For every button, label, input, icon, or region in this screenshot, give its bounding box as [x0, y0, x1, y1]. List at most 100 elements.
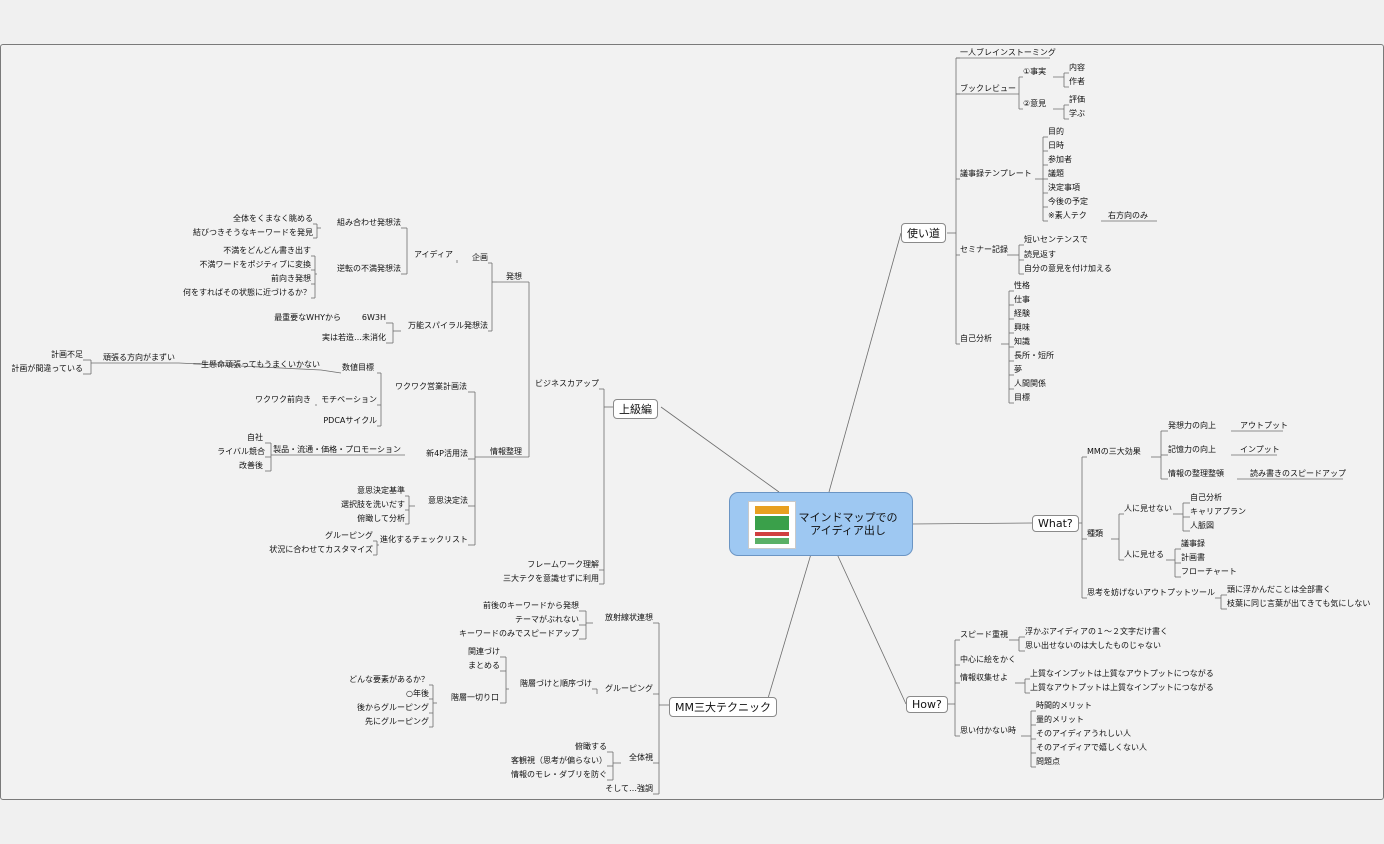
node-wakuwaku-eigyo[interactable]: ワクワク営業計画法 [395, 382, 467, 391]
branch-jokyu[interactable]: 上級編 [613, 399, 658, 419]
node-kumiawase-item[interactable]: 全体をくまなく眺める [233, 214, 313, 223]
node-output-tool-item[interactable]: 頭に浮かんだことは全部書く [1227, 585, 1331, 594]
node-gyakuten-item[interactable]: 前向き発想 [271, 274, 311, 283]
node-ganbaru-hoko[interactable]: 頑張る方向がまずい [103, 353, 175, 362]
central-topic[interactable]: マインドマップでの アイディア出し [729, 492, 913, 556]
node-saki-grouping[interactable]: 先にグルーピング [365, 717, 429, 726]
node-joho-item[interactable]: 上質なインプットは上質なアウトプットにつながる [1030, 669, 1214, 678]
node-manabu[interactable]: 学ぶ [1069, 109, 1085, 118]
node-gijiroku-item[interactable]: 決定事項 [1048, 183, 1080, 192]
node-input[interactable]: インプット [1240, 445, 1280, 454]
node-shinka-item[interactable]: グルーピング [325, 531, 373, 540]
node-shin-4p[interactable]: 新4P活用法 [426, 449, 468, 458]
node-donna-yoso[interactable]: どんな要素があるか？ [349, 675, 429, 684]
node-chushin-e[interactable]: 中心に絵をかく [960, 655, 1016, 664]
node-ishi-item[interactable]: 意思決定基準 [357, 486, 405, 495]
node-4p-item[interactable]: 自社 [247, 433, 263, 442]
node-seminar-item[interactable]: 自分の意見を付け加える [1024, 264, 1112, 273]
node-jiko-item[interactable]: 知識 [1014, 337, 1030, 346]
node-shurui[interactable]: 種類 [1087, 529, 1103, 538]
node-soshite-kyocho[interactable]: そして…強調 [605, 784, 653, 793]
node-jiko-item[interactable]: 経験 [1014, 309, 1030, 318]
node-motivation[interactable]: モチベーション [321, 395, 377, 404]
node-nengo[interactable]: ○年後 [406, 689, 429, 698]
node-omoitsuka-item[interactable]: 量的メリット [1036, 715, 1084, 724]
node-gijiroku-item[interactable]: 議題 [1048, 169, 1064, 178]
node-iken[interactable]: ②意見 [1023, 99, 1047, 108]
node-migi-hoko[interactable]: 右方向のみ [1108, 211, 1148, 220]
node-hoshasen-item[interactable]: 前後のキーワードから発想 [483, 601, 579, 610]
mindmap-canvas[interactable]: マインドマップでの アイディア出し 使い道 What? How? 上級編 MM三… [0, 44, 1384, 800]
node-misenai-item[interactable]: 人脈図 [1190, 521, 1214, 530]
node-ishi-item[interactable]: 選択肢を洗いだす [341, 500, 405, 509]
node-pdca[interactable]: PDCAサイクル [323, 416, 377, 425]
node-gijiroku-item[interactable]: 今後の予定 [1048, 197, 1088, 206]
node-gijiroku-item[interactable]: 日時 [1048, 141, 1064, 150]
node-kaiso-junjo[interactable]: 階層づけと順序づけ [520, 679, 592, 688]
node-jitsuwa-wakazo[interactable]: 実は若造…未消化 [322, 333, 386, 342]
node-hoshasen-item[interactable]: キーワードのみでスピードアップ [459, 629, 579, 638]
node-joho-seiri[interactable]: 情報の整理整頓 [1168, 469, 1224, 478]
node-yomikaki[interactable]: 読み書きのスピードアップ [1250, 469, 1346, 478]
node-speed[interactable]: スピード重視 [960, 630, 1008, 639]
node-jiko-item[interactable]: 目標 [1014, 393, 1030, 402]
node-matomeru[interactable]: まとめる [468, 661, 500, 670]
node-6w3h[interactable]: 6W3H [361, 313, 386, 322]
node-omoitsuka-item[interactable]: 時間的メリット [1036, 701, 1092, 710]
node-sakusha[interactable]: 作者 [1069, 77, 1085, 86]
node-hasso-koujou[interactable]: 発想力の向上 [1168, 421, 1216, 430]
node-zentaishi[interactable]: 全体視 [629, 753, 653, 762]
node-4p-item[interactable]: ライバル競合 [217, 447, 265, 456]
node-output[interactable]: アウトプット [1240, 421, 1288, 430]
node-hasso[interactable]: 発想 [506, 272, 522, 281]
node-hoshasen-item[interactable]: テーマがぶれない [515, 615, 579, 624]
branch-what[interactable]: What? [1032, 515, 1079, 532]
node-shinka-item[interactable]: 状況に合わせてカスタマイズ [269, 545, 373, 554]
node-ishi-item[interactable]: 俯瞰して分析 [357, 514, 405, 523]
node-jiko-item[interactable]: 興味 [1014, 323, 1030, 332]
node-misenai-item[interactable]: 自己分析 [1190, 493, 1222, 502]
node-hoshasen[interactable]: 放射線状連想 [605, 613, 653, 622]
node-business-up[interactable]: ビジネスカアップ [535, 379, 599, 388]
node-isshokenmei[interactable]: 一生懸命頑張ってもうまくいかない [193, 360, 320, 369]
node-kaiso-kirikuchi[interactable]: 階層一切り口 [451, 693, 499, 702]
node-gyakuten-item[interactable]: 不満をどんどん書き出す [223, 246, 311, 255]
node-sandai-teku-ishiki[interactable]: 三大テクを意識せずに利用 [503, 574, 599, 583]
node-ishi-kettei[interactable]: 意思決定法 [428, 496, 468, 505]
node-jiko-item[interactable]: 人間関係 [1014, 379, 1046, 388]
node-joho-seiri[interactable]: 情報整理 [490, 447, 522, 456]
node-speed-item[interactable]: 浮かぶアイディアの１～２文字だけ書く [1025, 627, 1169, 636]
node-output-tool[interactable]: 思考を妨げないアウトプットツール [1087, 588, 1215, 597]
node-kikaku[interactable]: 企画 [472, 253, 488, 262]
node-gyakuten-item[interactable]: 何をすればその状態に近づけるか？ [183, 288, 311, 297]
node-kioku-koujou[interactable]: 記憶力の向上 [1168, 445, 1216, 454]
node-kumiawase[interactable]: 組み合わせ発想法 [337, 218, 401, 227]
node-kanren[interactable]: 関連づけ [468, 647, 500, 656]
node-wakuwaku-maemuki[interactable]: ワクワク前向き [255, 395, 311, 404]
node-book-review[interactable]: ブックレビュー [960, 84, 1016, 93]
node-omoitsuka-item[interactable]: そのアイディアうれしい人 [1036, 729, 1132, 738]
branch-tsukaimichi[interactable]: 使い道 [901, 223, 946, 243]
node-miseru-item[interactable]: 議事録 [1181, 539, 1205, 548]
node-gyakuten-item[interactable]: 不満ワードをポジティブに変換 [199, 260, 311, 269]
node-naiyo[interactable]: 内容 [1069, 63, 1085, 72]
node-suchi-mokuhyo[interactable]: 数値目標 [342, 363, 374, 372]
node-jiko-item[interactable]: 夢 [1014, 365, 1022, 374]
node-hyoka[interactable]: 評価 [1069, 95, 1085, 104]
node-zentai-item[interactable]: 俯瞰する [575, 742, 607, 751]
node-output-tool-item[interactable]: 枝葉に同じ言葉が出てきても気にしない [1227, 599, 1371, 608]
node-framework[interactable]: フレームワーク理解 [527, 560, 599, 569]
node-ato-grouping[interactable]: 後からグルーピング [357, 703, 429, 712]
node-hito-miseru[interactable]: 人に見せる [1124, 550, 1164, 559]
node-jiko-bunseki[interactable]: 自己分析 [960, 334, 992, 343]
node-seminar[interactable]: セミナー記録 [960, 245, 1008, 254]
node-speed-item[interactable]: 思い出せないのは大したものじゃない [1025, 641, 1161, 650]
node-grouping[interactable]: グルーピング [605, 684, 653, 693]
node-gijiroku-item[interactable]: 目的 [1048, 127, 1064, 136]
branch-mm[interactable]: MM三大テクニック [669, 697, 777, 717]
node-seihin-ryutsu[interactable]: 製品・流通・価格・プロモーション [273, 445, 401, 454]
node-jiko-item[interactable]: 長所・短所 [1014, 351, 1054, 360]
node-seminar-item[interactable]: 読見返す [1024, 250, 1056, 259]
branch-how[interactable]: How? [906, 696, 948, 713]
node-hitori-brainstorm[interactable]: 一人ブレインストーミング [960, 48, 1056, 57]
